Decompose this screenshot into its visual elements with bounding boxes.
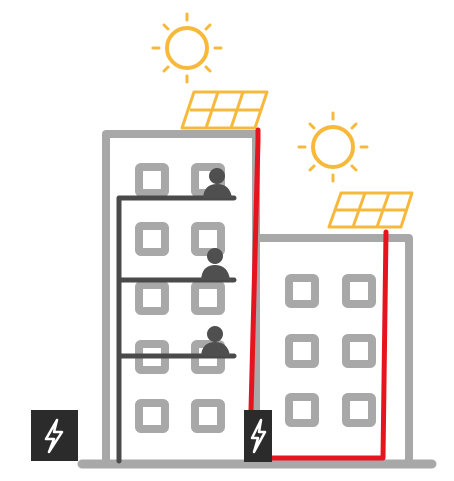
window: [135, 222, 169, 256]
window: [342, 393, 376, 427]
power-line: [248, 127, 389, 461]
window: [191, 222, 225, 256]
building-icon: [256, 234, 413, 461]
window: [342, 274, 376, 308]
window: [135, 163, 169, 197]
window-grid: [285, 274, 376, 427]
building-icon: [102, 130, 260, 461]
person-icon: [201, 326, 230, 356]
window: [285, 274, 319, 308]
solar-panel-icon: [327, 191, 414, 229]
energy-meter: [31, 410, 78, 461]
window: [191, 399, 225, 433]
window: [135, 281, 169, 315]
lightning-bolt-icon: [250, 418, 267, 454]
window: [285, 334, 319, 368]
window-grid: [135, 163, 225, 433]
person-icon: [201, 248, 230, 280]
lightning-bolt-icon: [44, 418, 64, 454]
person-icon: [203, 168, 232, 198]
sun-icon: [151, 12, 223, 84]
window: [285, 393, 319, 427]
energy-meter: [244, 410, 272, 462]
window: [135, 399, 169, 433]
solar-panel-icon: [180, 90, 269, 130]
window: [191, 281, 225, 315]
window: [342, 334, 376, 368]
sun-icon: [297, 111, 369, 183]
